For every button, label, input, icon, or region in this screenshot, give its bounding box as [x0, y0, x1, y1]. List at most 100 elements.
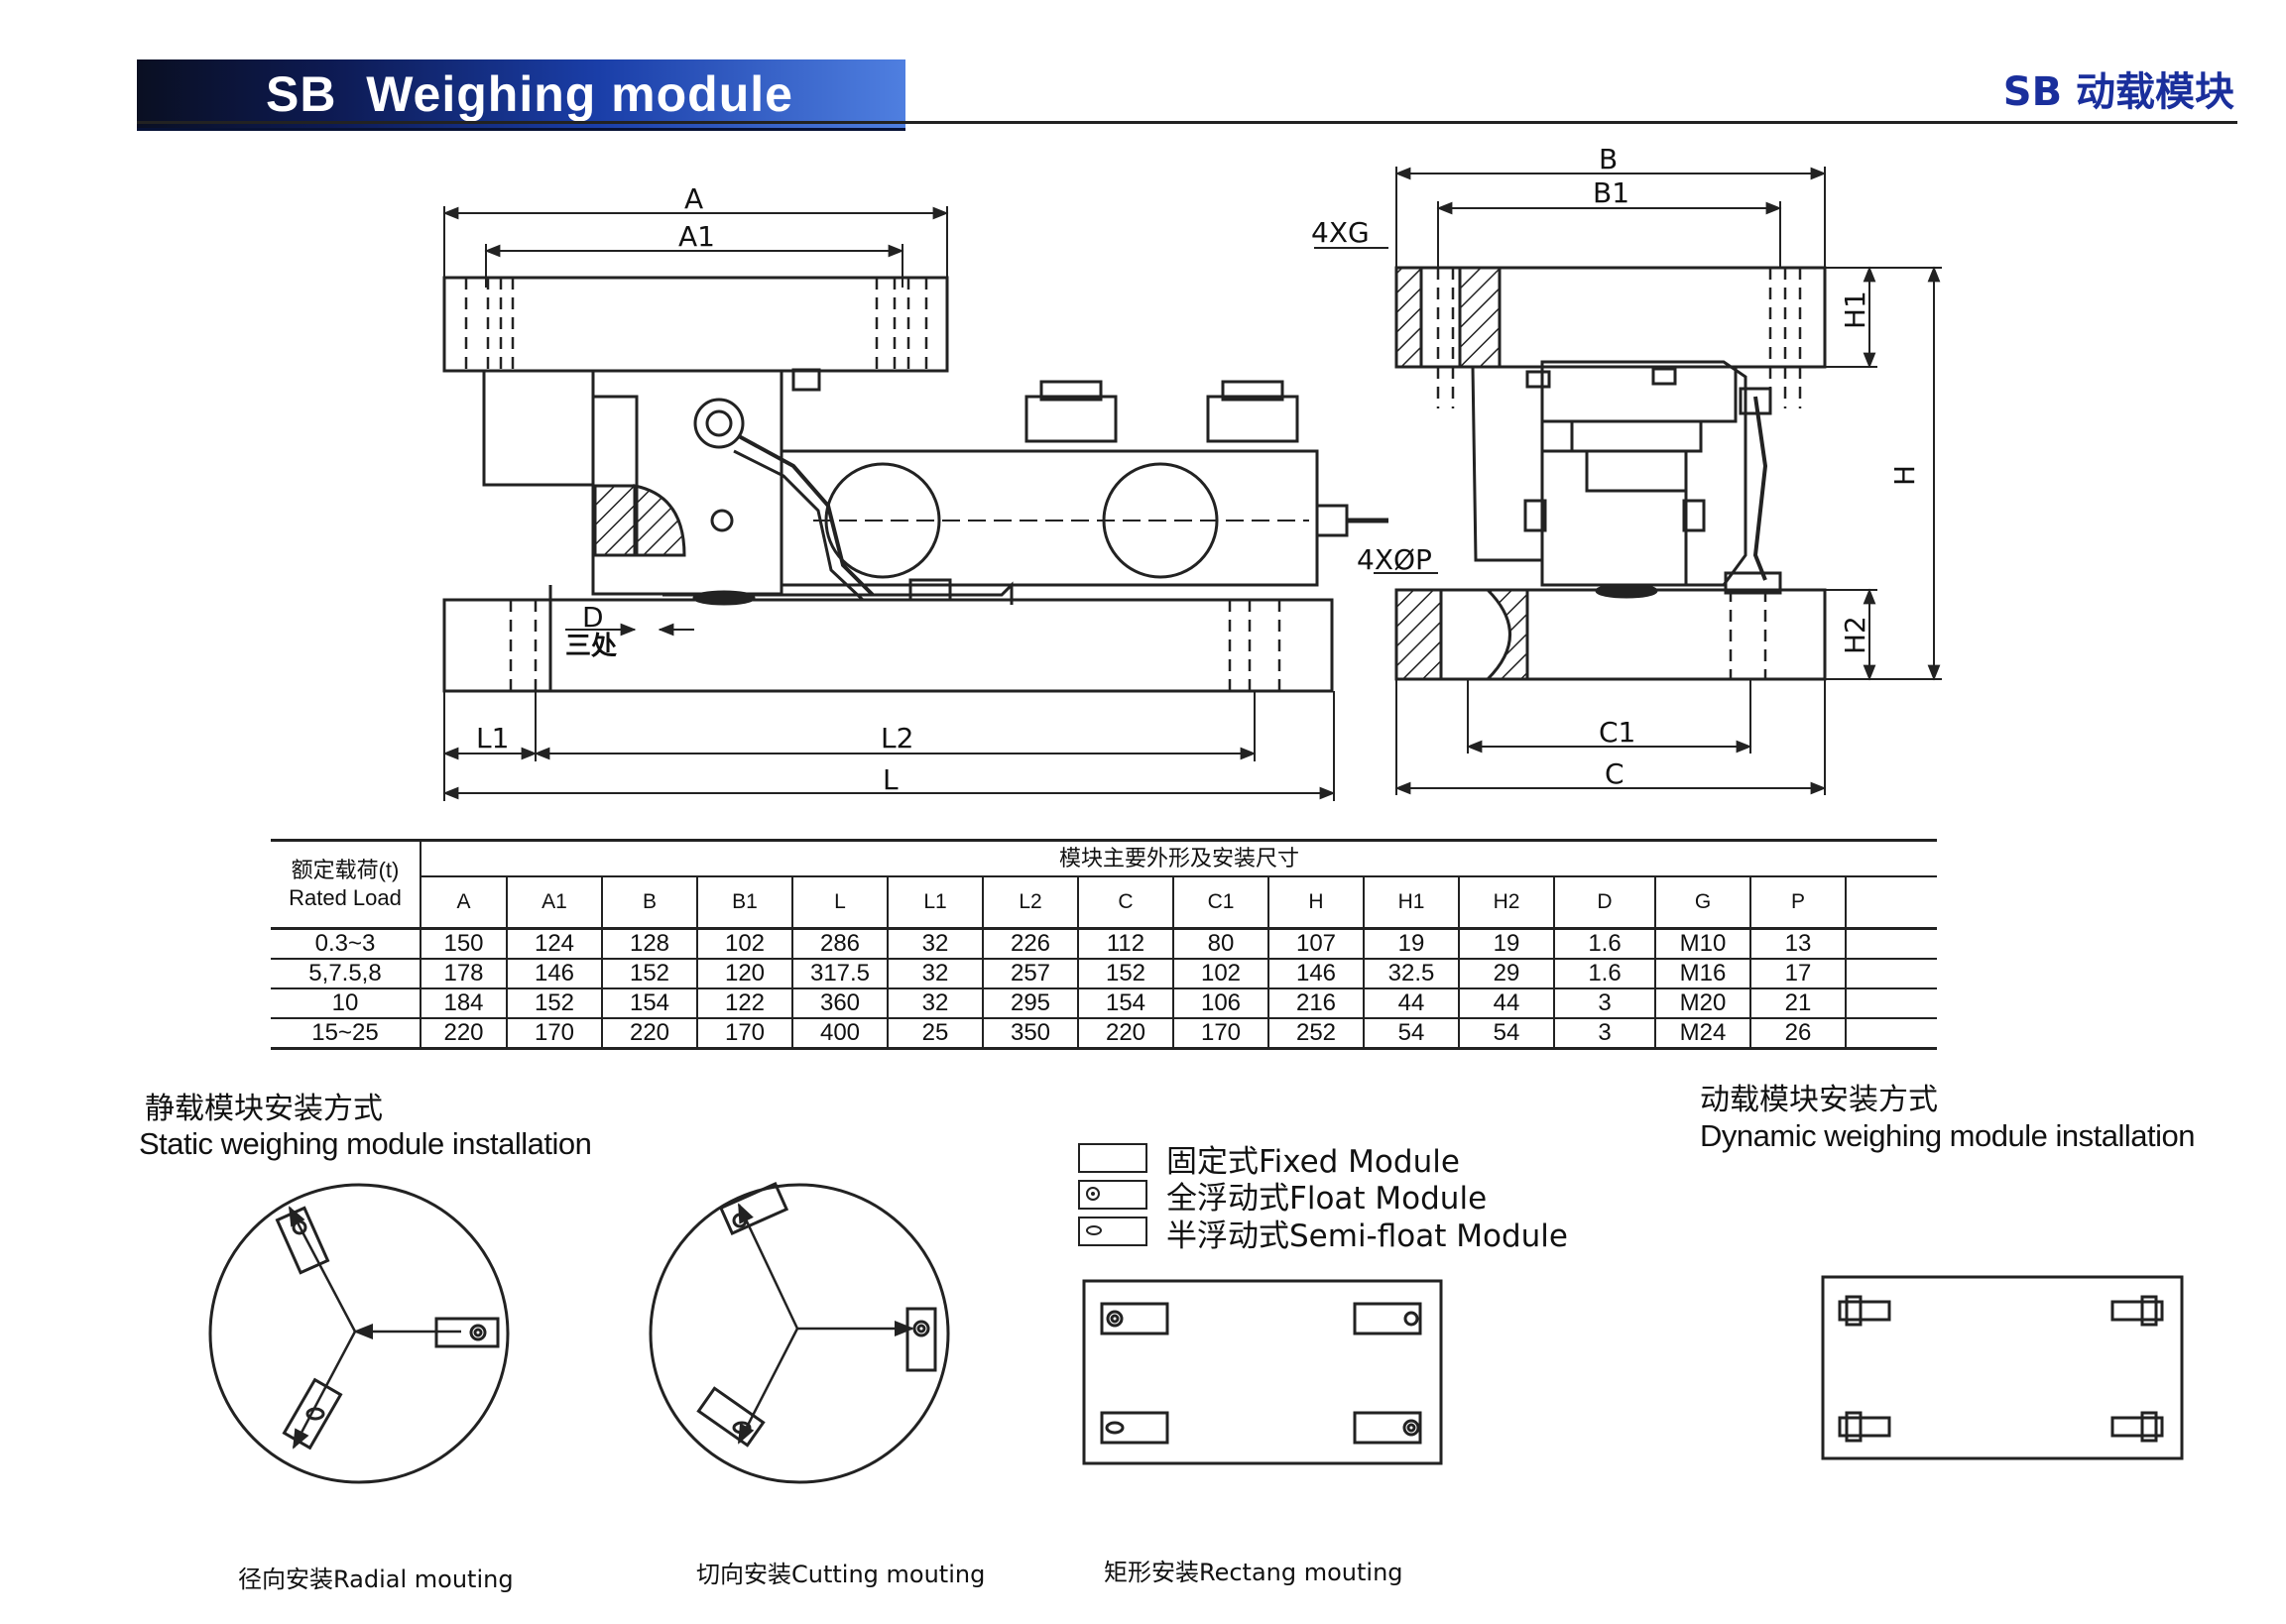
- table-cell: 25: [887, 1018, 983, 1050]
- col-header-c1: C1: [1172, 876, 1268, 930]
- table-cell: 257: [982, 959, 1078, 989]
- static-install-title-en: Static weighing module installation: [139, 1126, 592, 1161]
- table-cell: 146: [506, 959, 602, 989]
- rectang-mount-caption: 矩形安装Rectang mouting: [1104, 1559, 1403, 1586]
- table-cell: 32.5: [1363, 959, 1459, 989]
- table-cell: 170: [1172, 1018, 1268, 1050]
- table-cell: 3: [1553, 1018, 1655, 1050]
- dim-H2: H2: [1839, 616, 1871, 654]
- dim-P: 4XØP: [1357, 543, 1432, 576]
- table-cell: 26: [1749, 1018, 1846, 1050]
- table-cell: 152: [601, 959, 697, 989]
- legend-float: 全浮动式Float Module: [1166, 1181, 1488, 1217]
- table-cell: 44: [1363, 988, 1459, 1019]
- dim-C: C: [1605, 757, 1624, 790]
- table-cell: 1.6: [1553, 928, 1655, 960]
- page-title: SB Weighing module: [266, 66, 793, 122]
- row-header-en: Rated Load: [289, 885, 402, 910]
- top-plate-front: [442, 276, 949, 373]
- table-cell: 170: [506, 1018, 602, 1050]
- table-cell: 317.5: [791, 959, 888, 989]
- table-cell: 400: [791, 1018, 888, 1050]
- table-cell: 150: [420, 928, 507, 960]
- legend-semi-float: 半浮动式Semi-float Module: [1166, 1218, 1568, 1254]
- table-cell: 120: [696, 959, 792, 989]
- table-cell: 252: [1267, 1018, 1364, 1050]
- base-plate-side: [1394, 588, 1827, 681]
- table-cell: 216: [1267, 988, 1364, 1019]
- dim-H1: H1: [1839, 290, 1871, 329]
- col-header-a: A: [420, 876, 507, 930]
- table-cell-spare: [1845, 988, 1937, 1019]
- table-cell: 122: [696, 988, 792, 1019]
- table-cell: 17: [1749, 959, 1846, 989]
- cutting-mount-caption: 切向安装Cutting mouting: [696, 1561, 986, 1588]
- dim-L2: L2: [881, 722, 913, 754]
- col-header-spare: [1845, 876, 1937, 930]
- dim-H: H: [1888, 465, 1921, 486]
- fixed-module-icon: [1078, 1143, 1147, 1173]
- row-header-cn: 额定载荷(t): [291, 858, 400, 882]
- dim-L: L: [883, 763, 899, 796]
- table-cell: 146: [1267, 959, 1364, 989]
- table-cell: 21: [1749, 988, 1846, 1019]
- dynamic-install-title-cn: 动载模块安装方式: [1700, 1083, 1938, 1117]
- col-header-g: G: [1654, 876, 1750, 930]
- table-cell: 32: [887, 928, 983, 960]
- table-cell: 226: [982, 928, 1078, 960]
- table-cell: 54: [1363, 1018, 1459, 1050]
- table-cell: 184: [420, 988, 507, 1019]
- rated-load-cell: 0.3~3: [271, 928, 421, 960]
- radial-mount-caption: 径向安装Radial mouting: [238, 1566, 514, 1593]
- table-cell: 220: [601, 1018, 697, 1050]
- col-header-d: D: [1553, 876, 1655, 930]
- page-title-cn: SB 动载模块: [2002, 69, 2234, 115]
- dim-D: D: [582, 601, 604, 634]
- col-header-b1: B1: [696, 876, 792, 930]
- table-cell: 19: [1458, 928, 1554, 960]
- table-cell: 154: [1077, 988, 1173, 1019]
- table-cell: 295: [982, 988, 1078, 1019]
- dynamic-install-title-en: Dynamic weighing module installation: [1700, 1118, 2195, 1153]
- dim-B: B: [1599, 143, 1618, 175]
- rated-load-cell: 5,7.5,8: [271, 959, 421, 989]
- table-cell: 128: [601, 928, 697, 960]
- header-rule: [137, 121, 2237, 124]
- col-header-p: P: [1749, 876, 1846, 930]
- table-cell: 13: [1749, 928, 1846, 960]
- table-cell: 29: [1458, 959, 1554, 989]
- table-cell: 178: [420, 959, 507, 989]
- table-cell: 170: [696, 1018, 792, 1050]
- col-header-l: L: [791, 876, 888, 930]
- table-cell: 107: [1267, 928, 1364, 960]
- table-cell: 19: [1363, 928, 1459, 960]
- table-cell: 152: [1077, 959, 1173, 989]
- table-cell: 220: [1077, 1018, 1173, 1050]
- table-cell: 152: [506, 988, 602, 1019]
- radial-mount-circle: [208, 1183, 510, 1484]
- table-cell: 44: [1458, 988, 1554, 1019]
- table-cell: 3: [1553, 988, 1655, 1019]
- rated-load-cell: 10: [271, 988, 421, 1019]
- semi-float-module-icon: [1078, 1217, 1147, 1246]
- table-cell-spare: [1845, 928, 1937, 960]
- dim-L1: L1: [476, 722, 509, 754]
- table-cell: 112: [1077, 928, 1173, 960]
- table-cell: 106: [1172, 988, 1268, 1019]
- table-cell: 32: [887, 959, 983, 989]
- cutting-mount-circle: [649, 1183, 950, 1484]
- legend-fixed: 固定式Fixed Module: [1166, 1144, 1460, 1180]
- table-cell: 124: [506, 928, 602, 960]
- table-cell: 102: [696, 928, 792, 960]
- dim-D-note: 三处: [565, 632, 617, 661]
- title-banner: SB Weighing module: [137, 59, 905, 131]
- col-header-a1: A1: [506, 876, 602, 930]
- rectang-mount-frame: [1082, 1279, 1443, 1465]
- table-cell: 102: [1172, 959, 1268, 989]
- table-cell: 360: [791, 988, 888, 1019]
- table-cell: M16: [1654, 959, 1750, 989]
- dim-G: 4XG: [1311, 216, 1370, 249]
